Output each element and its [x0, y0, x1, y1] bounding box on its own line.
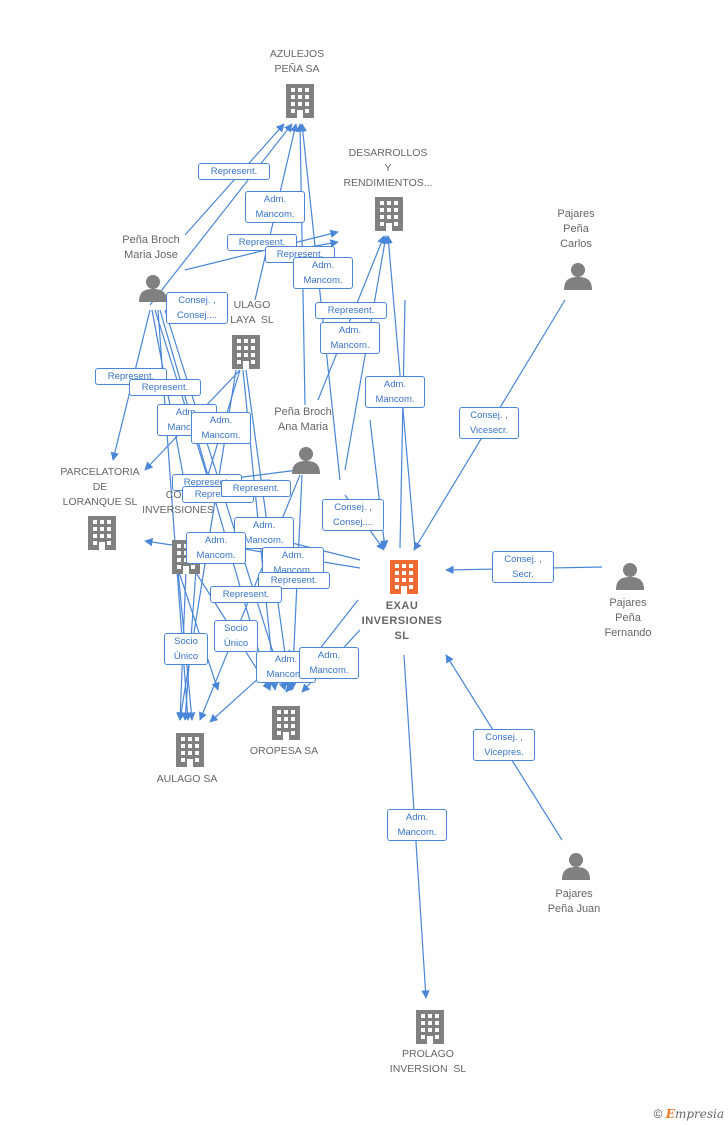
person-icon-anamaria[interactable]: [292, 447, 320, 474]
building-icon-prolago[interactable]: [416, 1010, 444, 1044]
brand-initial: E: [665, 1107, 675, 1121]
edge-label[interactable]: Consej. , Vicepres.: [473, 729, 535, 761]
edge-label[interactable]: Consej. , Vicesecr.: [459, 407, 519, 439]
edge-label[interactable]: Adm. Mancom.: [320, 322, 380, 354]
building-icon-parcelatoria[interactable]: [88, 516, 116, 550]
brand-rest: mpresia: [674, 1107, 724, 1121]
connector-line: [149, 123, 293, 306]
building-icon-aulagoplaya[interactable]: [232, 335, 260, 369]
edge-label[interactable]: Consej. , Consej....: [322, 499, 384, 531]
node-label-fernando[interactable]: Pajares Peña Fernando: [604, 597, 652, 639]
edge-label[interactable]: Represent.: [315, 302, 387, 319]
node-label-oropesa[interactable]: OROPESA SA: [249, 745, 319, 757]
node-label-azulejos[interactable]: AZULEJOS PEÑA SA: [269, 48, 325, 75]
edge-label[interactable]: Adm. Mancom.: [365, 376, 425, 408]
node-label-exau[interactable]: EXAU INVERSIONES SL: [361, 600, 443, 642]
edge-label[interactable]: Represent.: [198, 163, 270, 180]
edge-label[interactable]: Consej. , Consej....: [166, 292, 228, 324]
connector-line: [154, 309, 212, 486]
node-label-desarrollos[interactable]: DESARROLLOS Y RENDIMIENTOS...: [343, 147, 433, 189]
node-label-mariajose[interactable]: Peña Broch Maria Jose: [122, 234, 180, 261]
connector-line: [399, 299, 406, 549]
node-label-juan[interactable]: Pajares Peña Juan: [547, 888, 601, 915]
node-label-prolago[interactable]: PROLAGO INVERSION SL: [389, 1048, 467, 1075]
building-icon-desarrollos[interactable]: [375, 197, 403, 231]
building-icon-aulago[interactable]: [176, 733, 204, 767]
connector-line: [184, 229, 339, 271]
edge-label[interactable]: Consej. , Secr.: [492, 551, 554, 583]
connector-line: [144, 537, 173, 547]
edge-label[interactable]: Adm. Mancom.: [186, 532, 246, 564]
edge-label[interactable]: Adm. Mancom.: [387, 809, 447, 841]
edge-label[interactable]: Represent.: [258, 572, 330, 589]
building-icon-exau[interactable]: [390, 560, 418, 594]
edge-label[interactable]: Represent.: [221, 480, 291, 497]
node-label-aulagoplaya[interactable]: ULAGO LAYA SL: [230, 299, 274, 326]
edge-label[interactable]: Adm. Mancom.: [191, 412, 251, 444]
edge-label[interactable]: Adm. Mancom.: [293, 257, 353, 289]
person-icon-fernando[interactable]: [616, 563, 644, 590]
copyright-symbol: ©: [653, 1107, 663, 1121]
connector-line: [174, 559, 220, 691]
edge-label[interactable]: Socio Único: [164, 633, 208, 665]
brand-logo[interactable]: © Empresia: [654, 1107, 724, 1121]
person-icon-juan[interactable]: [562, 853, 590, 880]
node-label-parcelatoria[interactable]: PARCELATORIA DE LORANQUE SL: [60, 466, 140, 508]
building-icon-oropesa[interactable]: [272, 706, 300, 740]
node-label-aulago[interactable]: AULAGO SA: [156, 773, 218, 785]
node-label-carlos[interactable]: Pajares Peña Carlos: [557, 208, 595, 250]
edge-label[interactable]: Represent.: [129, 379, 201, 396]
edge-label[interactable]: Socio Único: [214, 620, 258, 652]
person-icon-carlos[interactable]: [564, 263, 592, 290]
edge-label[interactable]: Adm. Mancom.: [245, 191, 305, 223]
node-label-anamaria[interactable]: Peña Broch Ana Maria: [274, 406, 332, 433]
edge-label[interactable]: Adm. Mancom.: [299, 647, 359, 679]
connector-line: [151, 309, 188, 486]
building-icon-azulejos[interactable]: [286, 84, 314, 118]
edge-label[interactable]: Represent.: [210, 586, 282, 603]
